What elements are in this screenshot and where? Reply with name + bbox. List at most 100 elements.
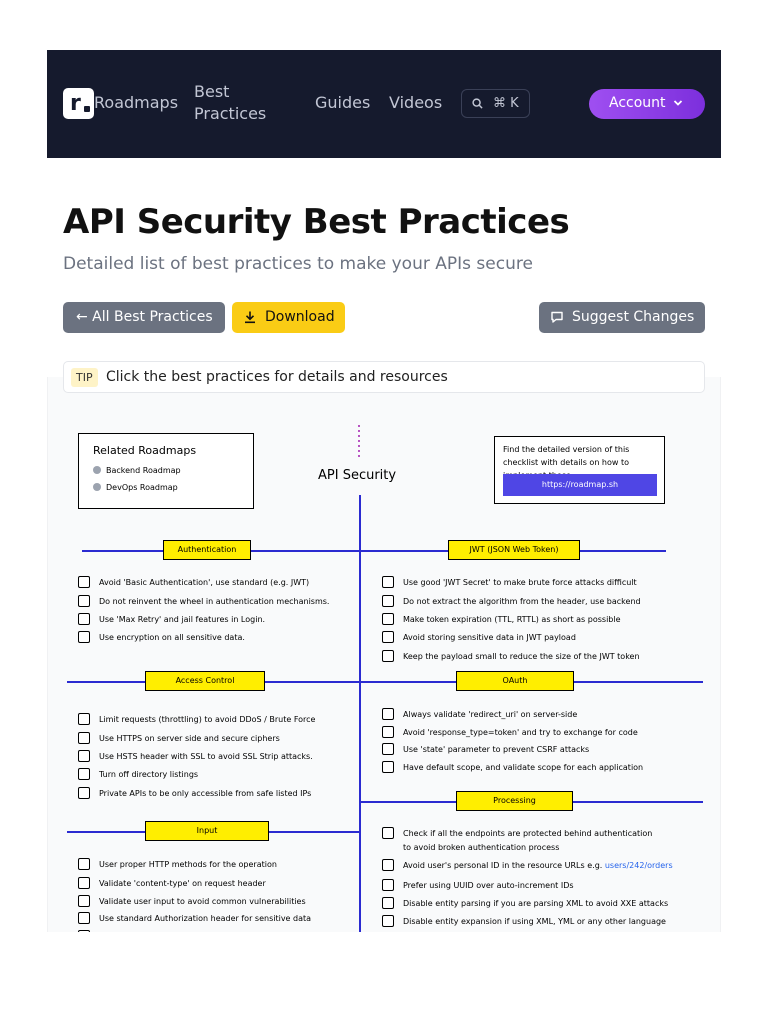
message-icon [551,311,563,323]
checkbox[interactable] [382,897,394,909]
checklist-item-label: Avoid user's personal ID in the resource… [403,860,673,872]
all-best-practices-button[interactable]: ← All Best Practices [63,302,225,333]
nav-best-practices-link[interactable]: Best Practices [194,82,267,123]
account-label: Account [609,95,666,111]
related-roadmap-backend[interactable]: Backend Roadmap [93,466,181,475]
search-icon [472,98,483,109]
download-icon [245,311,255,324]
checkbox[interactable] [382,708,394,720]
checklist-item-label: Prefer using UUID over auto-increment ID… [403,881,574,890]
page-subtitle: Detailed list of best practices to make … [63,254,533,274]
checkbox[interactable] [382,595,394,607]
checklist-item-label: Disable entity parsing if you are parsin… [403,899,669,908]
tip-text: Click the best practices for details and… [106,369,448,385]
checklist-item-label: Turn off directory listings [99,770,199,779]
checkbox[interactable] [382,726,394,738]
checkbox[interactable] [78,877,90,889]
checklist-item-label: Private APIs to be only accessible from … [99,789,312,798]
center-spine-line [359,495,361,932]
checkbox[interactable] [382,743,394,755]
download-button[interactable]: Download [232,302,345,333]
section-jwt[interactable]: JWT (JSON Web Token) [448,540,580,560]
checklist-item-label: Limit requests (throttling) to avoid DDo… [99,715,316,724]
checklist-item-label: Keep the payload small to reduce the siz… [403,652,640,661]
checklist-item-label: Use encryption on all sensitive data. [99,633,245,642]
checkbox[interactable] [78,732,90,744]
detailed-checklist-box: Find the detailed version of this checkl… [494,436,665,504]
checklist-item-label-continued: to avoid broken authentication process [403,843,560,852]
checkbox[interactable] [78,858,90,870]
section-access-control[interactable]: Access Control [145,671,265,691]
checklist-item-label: Check if all the endpoints are protected… [403,829,653,838]
nav-videos-link[interactable]: Videos [389,93,443,112]
checklist-item-label: User proper HTTP methods for the operati… [99,860,277,869]
section-oauth[interactable]: OAuth [456,671,574,691]
suggest-changes-button[interactable]: Suggest Changes [539,302,705,333]
checklist-item-label: Do not reinvent the wheel in authenticat… [99,597,330,606]
diagram-center-title: API Security [318,468,397,483]
checkbox[interactable] [78,576,90,588]
checkbox[interactable] [382,859,394,871]
download-label: Download [265,309,335,325]
checklist-item-label: Validate 'content-type' on request heade… [99,879,266,888]
nav-guides-link[interactable]: Guides [315,93,371,112]
section-processing[interactable]: Processing [456,791,573,811]
checklist-item-text: Avoid user's personal ID in the resource… [403,861,603,870]
users-orders-link[interactable]: users/242/orders [604,861,673,870]
page-title: API Security Best Practices [63,202,570,242]
checkbox[interactable] [78,631,90,643]
tip-banner: TIP Click the best practices for details… [63,361,705,393]
checkbox[interactable] [382,827,394,839]
related-roadmaps-box: Related Roadmaps Backend Roadmap DevOps … [78,433,254,509]
related-roadmaps-title: Related Roadmaps [93,444,197,457]
checkbox[interactable] [78,713,90,725]
access-oauth-line [67,681,703,683]
checkbox[interactable] [382,915,394,927]
checkbox[interactable] [78,930,90,932]
top-navbar: r Roadmaps Best Practices Guides Videos … [47,50,721,158]
checklist-item-label: Avoid 'response_type=token' and try to e… [403,728,638,737]
checklist-item-label: Have default scope, and validate scope f… [403,763,644,772]
related-roadmap-label: Backend Roadmap [106,466,181,475]
section-authentication[interactable]: Authentication [163,540,251,560]
checklist-item-label: Use HTTPS on server side and secure ciph… [99,734,280,743]
checkbox[interactable] [382,879,394,891]
check-circle-icon [93,483,101,491]
checkbox[interactable] [78,895,90,907]
checklist-item-label: Use 'state' parameter to prevent CSRF at… [403,745,590,754]
account-button[interactable]: Account [589,89,705,119]
checklist-item-label: Validate user input to avoid common vuln… [99,897,306,906]
checkbox[interactable] [382,761,394,773]
checkbox[interactable] [382,613,394,625]
dotted-connector [358,425,360,457]
roadmap-link-button[interactable]: https://roadmap.sh [503,474,657,496]
checkbox[interactable] [78,613,90,625]
logo-dot [84,106,90,112]
checkbox[interactable] [382,650,394,662]
related-roadmap-devops[interactable]: DevOps Roadmap [93,483,178,492]
checklist-item-label: Use standard Authorization header for se… [99,914,312,923]
section-input[interactable]: Input [145,821,269,841]
checklist-item-label: Avoid 'Basic Authentication', use standa… [99,578,310,587]
checklist-item-label: Always validate 'redirect_uri' on server… [403,710,578,719]
checkbox[interactable] [78,787,90,799]
chevron-down-icon [673,100,683,106]
nav-roadmaps-link[interactable]: Roadmaps [94,93,179,112]
search-shortcut: ⌘ K [493,96,519,111]
checklist-item-label: Make token expiration (TTL, RTTL) as sho… [403,615,621,624]
search-button[interactable]: ⌘ K [461,89,530,118]
roadmap-logo[interactable]: r [63,88,94,119]
checkbox[interactable] [78,595,90,607]
checkbox[interactable] [382,631,394,643]
checkbox[interactable] [78,768,90,780]
checkbox[interactable] [382,576,394,588]
checklist-item-label: Disable entity expansion if using XML, Y… [403,917,666,926]
related-roadmap-label: DevOps Roadmap [106,483,178,492]
api-security-diagram: Related Roadmaps Backend Roadmap DevOps … [47,377,721,932]
auth-jwt-line [82,550,666,552]
checkbox[interactable] [78,912,90,924]
checkbox[interactable] [78,750,90,762]
check-circle-icon [93,466,101,474]
checklist-item-label: Use HSTS header with SSL to avoid SSL St… [99,752,313,761]
suggest-changes-label: Suggest Changes [572,309,695,325]
